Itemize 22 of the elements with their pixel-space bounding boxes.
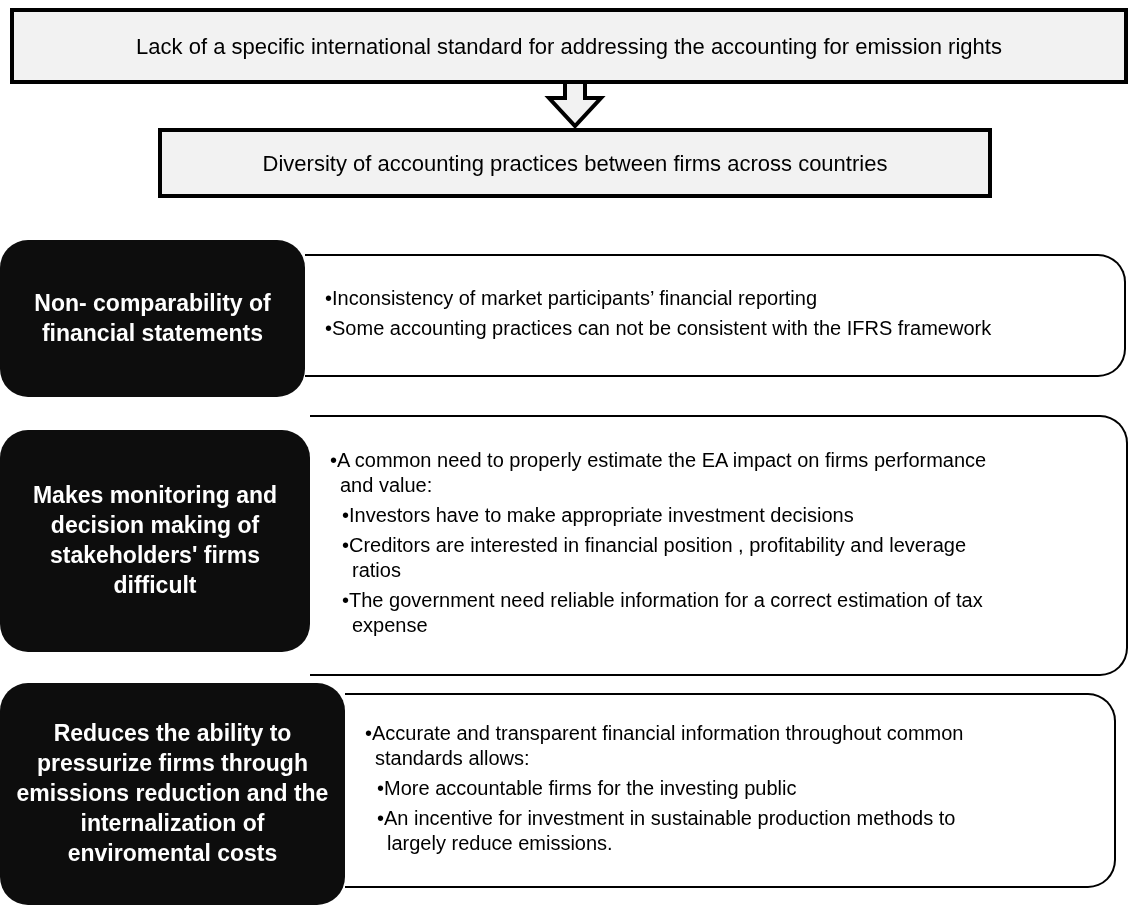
heading-text: Makes monitoring and decision making of stakeholders' firms difficult bbox=[31, 481, 279, 600]
heading-text: Reduces the ability to pressurize firms through emissions reduction and the internalization of enviromental costs bbox=[16, 719, 329, 868]
heading-box bbox=[0, 430, 310, 652]
bullet-text: •More accountable firms for the investing public bbox=[377, 775, 798, 801]
bullet-text: •Some accounting practices can not be consistent with the IFRS framework bbox=[325, 315, 993, 341]
heading-box bbox=[0, 240, 305, 397]
bullet-text: •Accurate and transparent financial information throughout common standards allows: bbox=[365, 720, 965, 771]
bullet-box bbox=[345, 693, 1116, 888]
process-box bbox=[158, 128, 992, 198]
heading-box bbox=[0, 683, 345, 905]
bullet-text: •An incentive for investment in sustainable production methods to largely reduce emissions. bbox=[377, 805, 957, 856]
bullet-box bbox=[310, 415, 1128, 676]
bullet-text: •A common need to properly estimate the EA impact on firms performance and value: bbox=[330, 448, 988, 498]
bullet-text: •Investors have to make appropriate investment decisions bbox=[342, 503, 855, 528]
heading-text: Non- comparability of financial statements bbox=[33, 288, 272, 348]
box-text: Diversity of accounting practices between firms across countries bbox=[262, 149, 888, 178]
bullet-box bbox=[305, 254, 1126, 377]
box-text: Lack of a specific international standard for addressing the accounting for emission rights bbox=[136, 32, 1002, 61]
bullet-text: •Creditors are interested in financial position , profitability and leverage ratios bbox=[342, 533, 967, 583]
process-box bbox=[10, 8, 1128, 84]
bullet-text: •Inconsistency of market participants’ financial reporting bbox=[325, 285, 819, 311]
bullet-text: •The government need reliable information for a correct estimation of tax expense bbox=[342, 588, 984, 638]
